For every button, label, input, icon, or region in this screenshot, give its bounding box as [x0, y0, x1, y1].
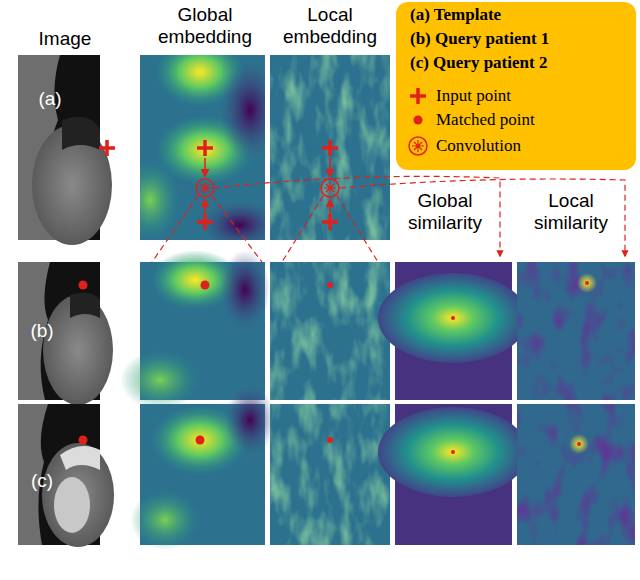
global-similarity — [378, 262, 528, 545]
panel-letter: (c) — [22, 470, 62, 492]
column-header: Image — [20, 28, 110, 50]
leader-lines — [152, 176, 625, 262]
local-embedding — [270, 55, 390, 545]
legend-text: (c) Query patient 2 — [410, 53, 547, 73]
column-header: Global embedding — [150, 4, 260, 48]
legend-box — [396, 2, 636, 170]
legend-text: (b) Query patient 1 — [410, 29, 549, 49]
local-similarity — [517, 262, 635, 545]
panel-letter: (b) — [22, 320, 62, 342]
legend-text: Convolution — [436, 136, 521, 156]
global-embedding — [120, 37, 280, 550]
column-header: Local embedding — [275, 4, 385, 48]
column-header: Global similarity — [398, 190, 492, 234]
panel-letter: (a) — [30, 88, 70, 110]
ct-image — [18, 55, 114, 547]
legend-text: Input point — [436, 86, 511, 106]
legend-text: (a) Template — [410, 5, 501, 25]
column-header: Local similarity — [525, 190, 617, 234]
point-markers — [79, 140, 590, 454]
legend-text: Matched point — [436, 110, 535, 130]
